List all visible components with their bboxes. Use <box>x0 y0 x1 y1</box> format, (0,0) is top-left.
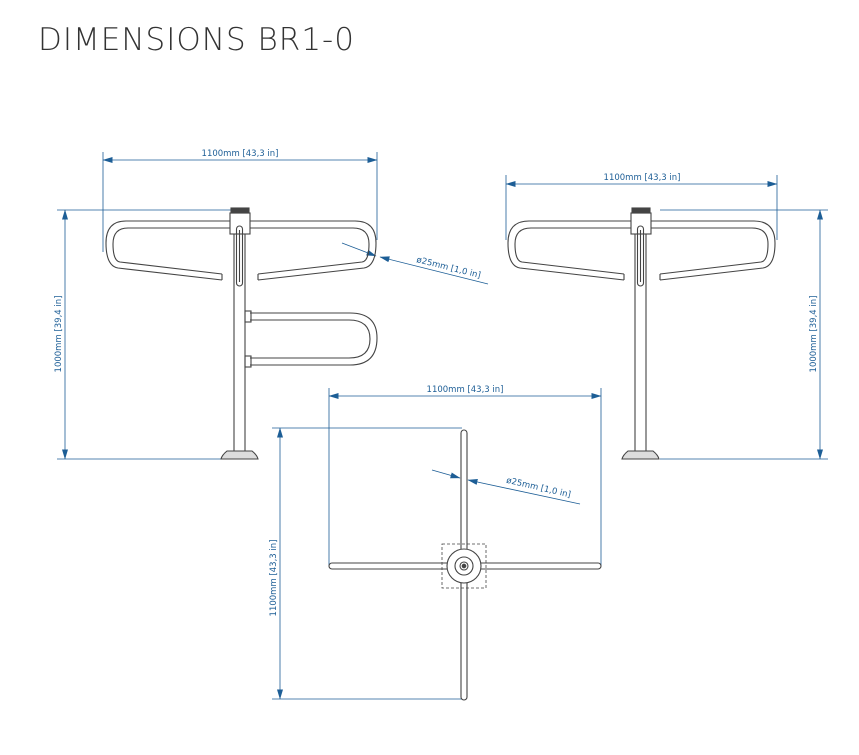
top-tube-label: ø25mm [1,0 in] <box>505 476 571 501</box>
top-height-dimension <box>272 427 462 700</box>
page-title: DIMENSIONS BR1-0 <box>38 22 355 58</box>
turnstile-front-left <box>105 207 378 460</box>
front-left-height-dimension <box>57 209 232 460</box>
front-left-width-label: 1100mm [43,3 in] <box>202 149 279 159</box>
front-right-width-label: 1100mm [43,3 in] <box>604 173 681 183</box>
turnstile-front-right <box>507 207 776 460</box>
top-width-label: 1100mm [43,3 in] <box>427 385 504 395</box>
front-right-height-label: 1000mm [39,4 in] <box>809 296 819 373</box>
front-view-right: 1100mm [43,3 in] 1000mm [39,4 in] <box>505 173 828 460</box>
top-tube-leader <box>431 469 581 505</box>
front-view-left: 1100mm [43,3 in] 1000mm [39,4 in] ø25mm … <box>54 149 489 460</box>
top-height-label: 1100mm [43,3 in] <box>269 540 279 617</box>
front-right-height-dimension <box>660 209 828 460</box>
turnstile-top <box>328 429 602 701</box>
top-view: 1100mm [43,3 in] 1100mm [43,3 in] ø25mm … <box>269 385 602 701</box>
front-right-width-dimension <box>505 175 778 240</box>
top-width-dimension <box>328 388 602 566</box>
front-left-tube-leader <box>341 242 489 285</box>
front-left-height-label: 1000mm [39,4 in] <box>54 296 64 373</box>
front-left-width-dimension <box>102 152 378 252</box>
